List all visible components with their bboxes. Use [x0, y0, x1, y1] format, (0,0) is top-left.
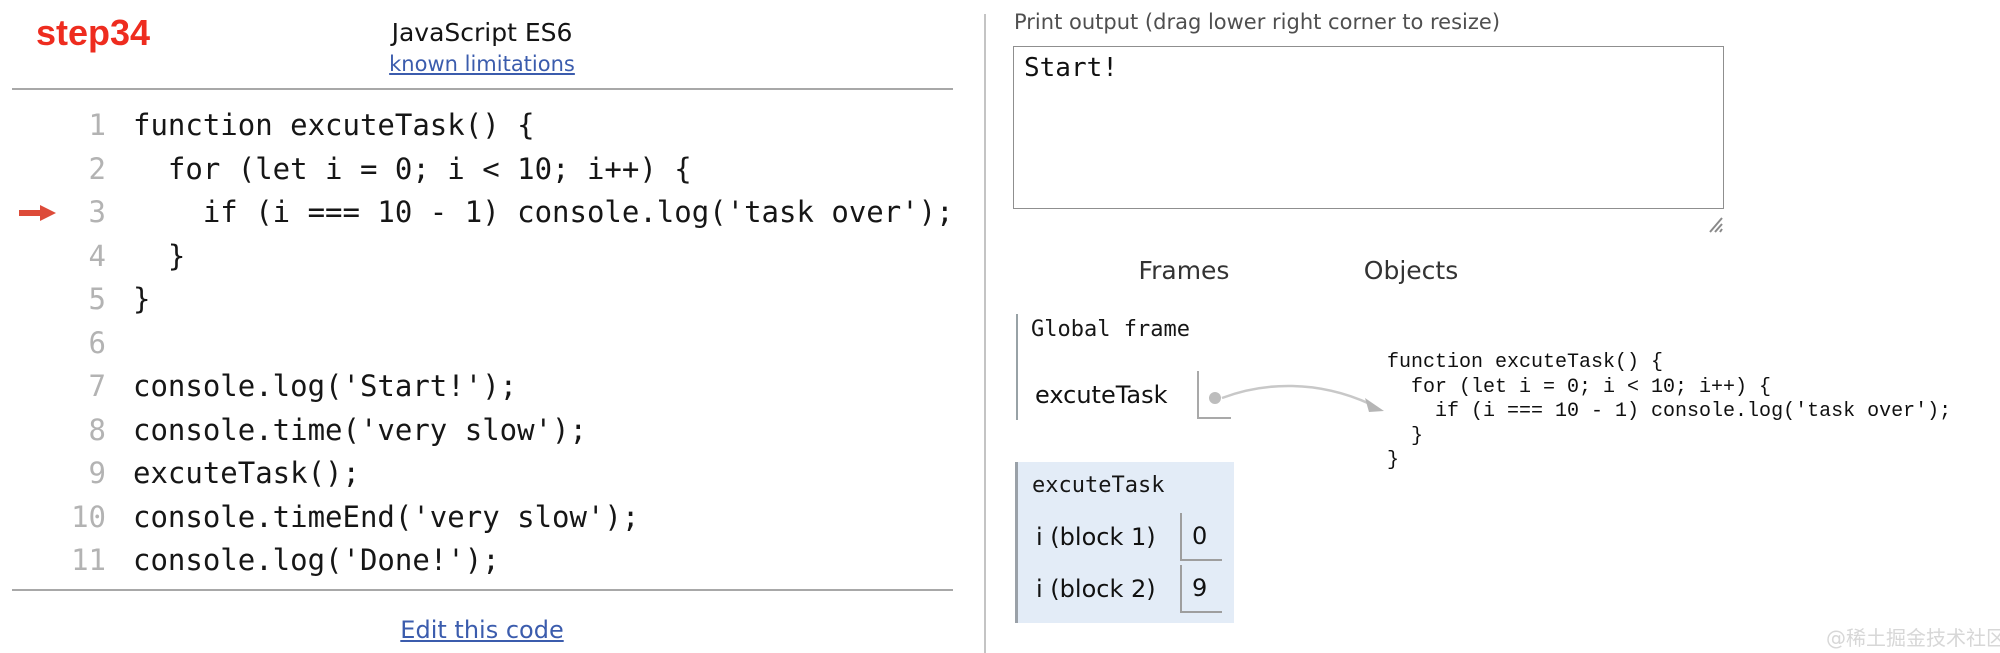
code-line: 2 for (let i = 0; i < 10; i++) {	[0, 148, 983, 192]
function-code-line: function excuteTask() {	[1387, 351, 1664, 374]
code-line: 10 console.timeEnd('very slow');	[0, 496, 983, 540]
execution-arrow-slot	[0, 191, 58, 235]
function-code-line: for (let i = 0; i < 10; i++) {	[1387, 375, 1772, 399]
function-code-line: }	[1387, 449, 1400, 472]
code-line: 1 function excuteTask() {	[0, 104, 983, 148]
line-number: 8	[88, 412, 106, 447]
known-limitations-link[interactable]: known limitations	[389, 52, 575, 76]
code-text: }	[133, 238, 186, 273]
print-output-label: Print output (drag lower right corner to…	[1014, 10, 1501, 34]
objects-header: Objects	[1363, 256, 1459, 285]
frame-variable-row: i (block 2) 9	[1036, 565, 1222, 613]
function-code-line: }	[1387, 424, 1424, 448]
print-output-textarea[interactable]: Start!	[1013, 46, 1724, 209]
execution-arrow-slot	[0, 104, 58, 148]
step-label: step34	[36, 12, 151, 53]
global-frame-title: Global frame	[1031, 317, 1190, 342]
code-line: 9 excuteTask();	[0, 452, 983, 496]
active-frame-excuteTask: excuteTask i (block 1) 0 i (block 2) 9	[1015, 462, 1234, 623]
value-cell-border	[1197, 417, 1231, 419]
header-divider	[12, 88, 953, 90]
frames-header: Frames	[1138, 256, 1230, 285]
code-text: console.time('very slow');	[133, 412, 587, 447]
code-line: 7 console.log('Start!');	[0, 365, 983, 409]
resize-grip-icon[interactable]	[1706, 216, 1724, 238]
code-text: }	[133, 282, 151, 316]
execution-arrow-slot	[0, 278, 58, 322]
value-cell-border	[1197, 371, 1199, 419]
line-number: 2	[88, 151, 106, 186]
code-text: excuteTask();	[133, 456, 360, 490]
code-line: 8 console.time('very slow');	[0, 409, 983, 453]
execution-arrow-slot	[0, 496, 58, 540]
frame-variable-row: i (block 1) 0	[1036, 513, 1222, 561]
code-text: console.log('Done!');	[133, 543, 500, 577]
editor-bottom-divider	[12, 589, 953, 591]
code-line: 6	[0, 322, 983, 366]
code-text: console.log('Start!');	[133, 369, 518, 403]
line-number: 6	[88, 325, 106, 360]
code-text: console.timeEnd('very slow');	[133, 499, 640, 534]
editor-header: JavaScript ES6 known limitations	[282, 18, 682, 76]
line-number: 9	[88, 456, 106, 490]
code-line: 5 }	[0, 278, 983, 322]
code-editor: 1 function excuteTask() { 2 for (let i =…	[0, 104, 983, 583]
execution-arrow-slot	[0, 452, 58, 496]
line-number: 5	[88, 282, 106, 316]
line-number: 10	[71, 499, 106, 534]
language-title: JavaScript ES6	[391, 18, 573, 47]
execution-arrow-slot	[0, 409, 58, 453]
watermark-text: @稀土掘金技术社区	[1826, 626, 2000, 650]
execution-arrow-slot	[0, 322, 58, 366]
pointer-arrow-icon	[1218, 378, 1390, 426]
global-frame-variable: excuteTask	[1035, 381, 1168, 409]
execution-arrow-slot	[0, 365, 58, 409]
code-text: function excuteTask() {	[133, 108, 535, 142]
pointer-origin-dot	[1209, 392, 1221, 404]
panel-divider	[984, 14, 986, 653]
variable-value: 9	[1180, 565, 1222, 613]
code-text	[106, 322, 133, 366]
active-frame-title: excuteTask	[1032, 473, 1165, 498]
code-text: for (let i = 0; i < 10; i++) {	[133, 151, 692, 186]
variable-name: i (block 2)	[1036, 575, 1156, 603]
function-object-code: function excuteTask() { for (let i = 0; …	[1387, 351, 1951, 474]
variable-value: 0	[1180, 513, 1222, 561]
code-text: if (i === 10 - 1) console.log('task over…	[133, 195, 954, 229]
line-number: 1	[88, 108, 106, 142]
execution-arrow-icon	[19, 204, 56, 221]
global-frame-border	[1016, 314, 1018, 420]
code-line: 11 console.log('Done!');	[0, 539, 983, 583]
line-number: 11	[71, 543, 106, 577]
line-number: 3	[88, 195, 106, 229]
execution-arrow-slot	[0, 235, 58, 279]
variable-name: i (block 1)	[1036, 523, 1156, 551]
code-line-current: 3 if (i === 10 - 1) console.log('task ov…	[0, 191, 983, 235]
line-number: 7	[88, 369, 106, 403]
execution-arrow-slot	[0, 539, 58, 583]
code-line: 4 }	[0, 235, 983, 279]
line-number: 4	[88, 238, 106, 273]
execution-arrow-slot	[0, 148, 58, 192]
edit-code-link[interactable]: Edit this code	[400, 616, 564, 644]
function-code-line: if (i === 10 - 1) console.log('task over…	[1387, 400, 1952, 423]
